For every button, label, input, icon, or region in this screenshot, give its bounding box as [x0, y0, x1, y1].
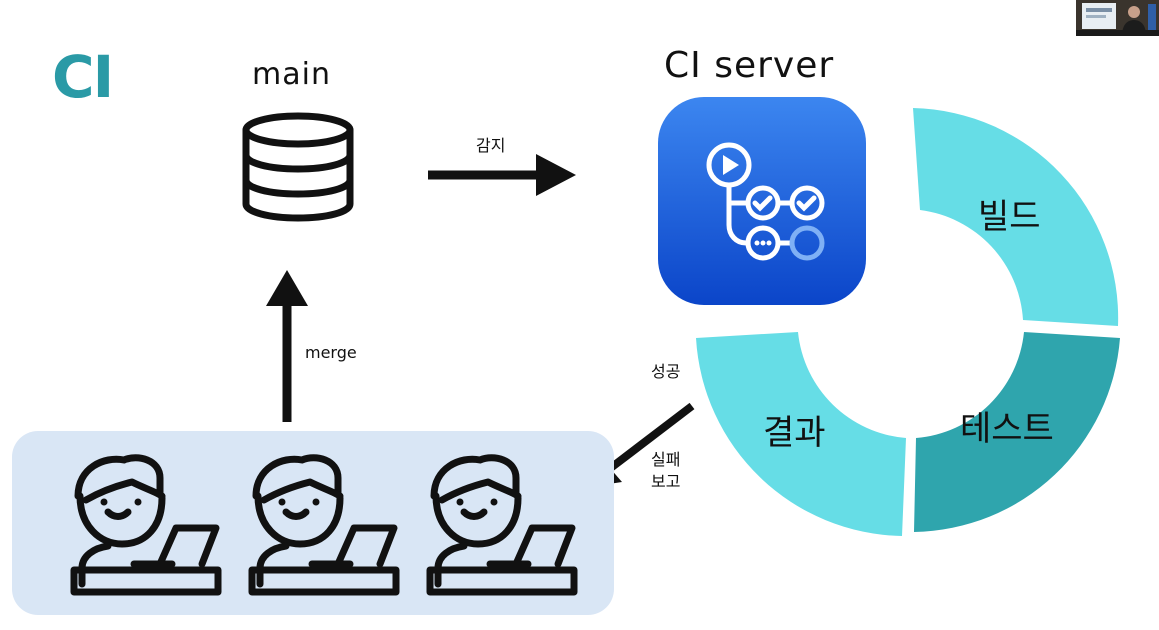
cycle-segment-test — [914, 332, 1120, 532]
cycle-label-build: 빌드 — [978, 197, 1041, 237]
cycle-label-test: 테스트 — [960, 409, 1054, 449]
developer-icon — [248, 454, 400, 596]
report-label: 보고 — [651, 472, 681, 491]
main-branch-label: main — [252, 57, 331, 92]
fail-label: 실패 — [651, 450, 681, 469]
cycle-label-result: 결과 — [763, 413, 826, 453]
ci-server-label: CI server — [664, 45, 835, 86]
developer-icon — [426, 454, 578, 596]
developer-icon — [70, 454, 222, 596]
ci-cycle-donut — [696, 108, 1120, 536]
merge-label: merge — [305, 343, 357, 362]
success-label: 성공 — [651, 362, 681, 381]
detect-label: 감지 — [476, 136, 506, 155]
page-title: CI — [52, 43, 114, 111]
detect-arrow — [428, 154, 576, 196]
github-actions-icon — [658, 97, 866, 305]
presenter-webcam-thumbnail — [1076, 0, 1159, 36]
cycle-segment-result — [696, 332, 906, 536]
database-icon — [242, 112, 354, 222]
cycle-segment-build — [913, 108, 1119, 326]
merge-arrow — [266, 270, 308, 422]
